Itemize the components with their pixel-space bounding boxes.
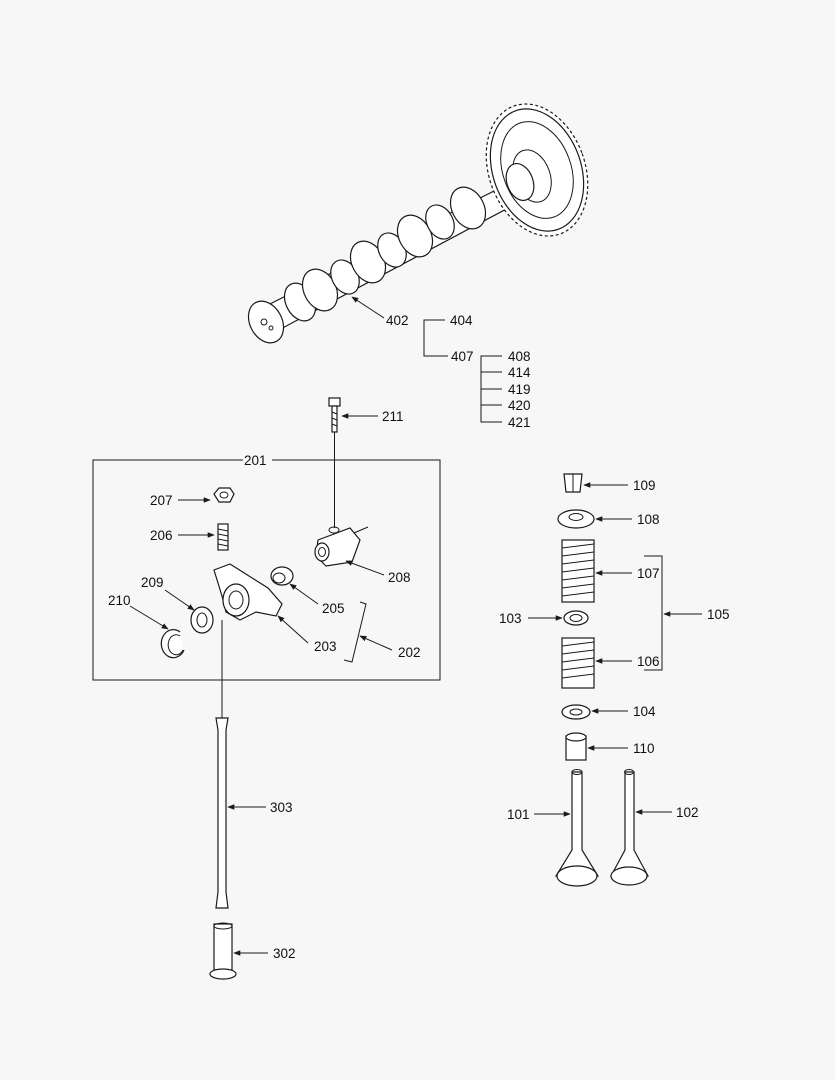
callout-104: 104 bbox=[633, 704, 656, 719]
callout-101: 101 bbox=[507, 807, 530, 822]
callout-201: 201 bbox=[244, 453, 267, 468]
valve-keepers bbox=[563, 473, 583, 493]
callout-203: 203 bbox=[314, 639, 337, 654]
lower-washer bbox=[561, 704, 591, 720]
valve-guide bbox=[565, 732, 587, 761]
rocker-support bbox=[314, 526, 369, 567]
bolt bbox=[328, 397, 341, 528]
callout-labels: 402 404 407 408 414 419 420 421 211 201 … bbox=[108, 313, 730, 961]
adjusting-screw bbox=[217, 523, 229, 551]
circlip bbox=[160, 629, 185, 659]
callout-420: 420 bbox=[508, 398, 531, 413]
callout-103: 103 bbox=[499, 611, 522, 626]
cam-gear bbox=[485, 103, 589, 237]
rocker-arm bbox=[213, 563, 283, 621]
exhaust-valve bbox=[609, 769, 650, 886]
callout-414: 414 bbox=[508, 365, 531, 380]
callout-205: 205 bbox=[322, 601, 345, 616]
callout-408: 408 bbox=[508, 349, 531, 364]
callout-102: 102 bbox=[676, 805, 699, 820]
push-rod bbox=[215, 620, 229, 909]
callout-210: 210 bbox=[108, 593, 131, 608]
callout-109: 109 bbox=[633, 478, 656, 493]
callout-421: 421 bbox=[508, 415, 531, 430]
callout-402: 402 bbox=[386, 313, 409, 328]
bracket-202 bbox=[343, 601, 367, 663]
callout-105: 105 bbox=[707, 607, 730, 622]
callout-207: 207 bbox=[150, 493, 173, 508]
washer bbox=[190, 606, 214, 634]
callout-419: 419 bbox=[508, 382, 531, 397]
callout-404: 404 bbox=[450, 313, 473, 328]
callout-202: 202 bbox=[398, 645, 421, 660]
callout-209: 209 bbox=[141, 575, 164, 590]
callout-208: 208 bbox=[388, 570, 411, 585]
bushing bbox=[270, 566, 294, 586]
callout-407: 407 bbox=[451, 349, 474, 364]
callout-110: 110 bbox=[633, 741, 655, 756]
nut bbox=[213, 487, 235, 503]
inner-spring bbox=[561, 637, 595, 689]
spring-seat-washer bbox=[563, 610, 589, 626]
cam-lobes bbox=[283, 186, 487, 322]
camshaft bbox=[247, 103, 589, 344]
callout-211: 211 bbox=[382, 409, 404, 424]
callout-106: 106 bbox=[637, 654, 660, 669]
callout-302: 302 bbox=[273, 946, 296, 961]
intake-valve bbox=[554, 769, 600, 887]
camshaft-end-cap bbox=[247, 300, 285, 344]
tappet bbox=[209, 922, 237, 980]
outer-spring bbox=[561, 539, 595, 603]
callout-206: 206 bbox=[150, 528, 173, 543]
callout-108: 108 bbox=[637, 512, 660, 527]
callout-107: 107 bbox=[637, 566, 660, 581]
callout-303: 303 bbox=[270, 800, 293, 815]
leader-lines bbox=[129, 296, 702, 956]
spring-retainer bbox=[557, 509, 595, 529]
